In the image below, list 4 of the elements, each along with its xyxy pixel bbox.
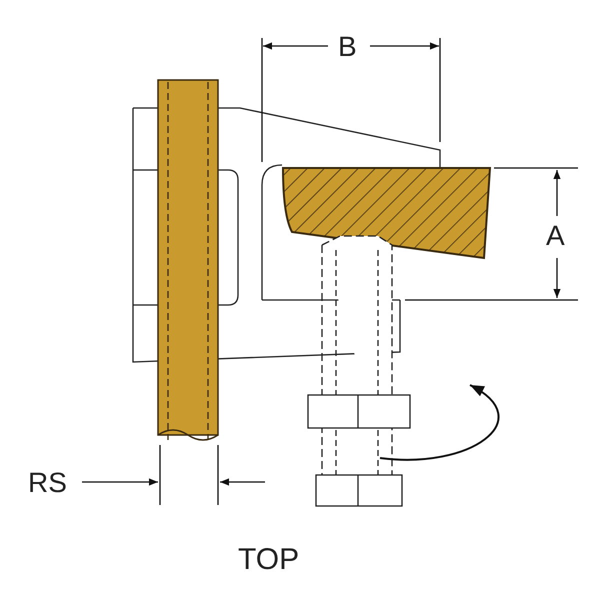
- dimension-label: RS: [28, 469, 67, 497]
- dimension-label: A: [546, 222, 565, 250]
- view-label: TOP: [238, 545, 300, 575]
- dimension-label: B: [338, 33, 357, 61]
